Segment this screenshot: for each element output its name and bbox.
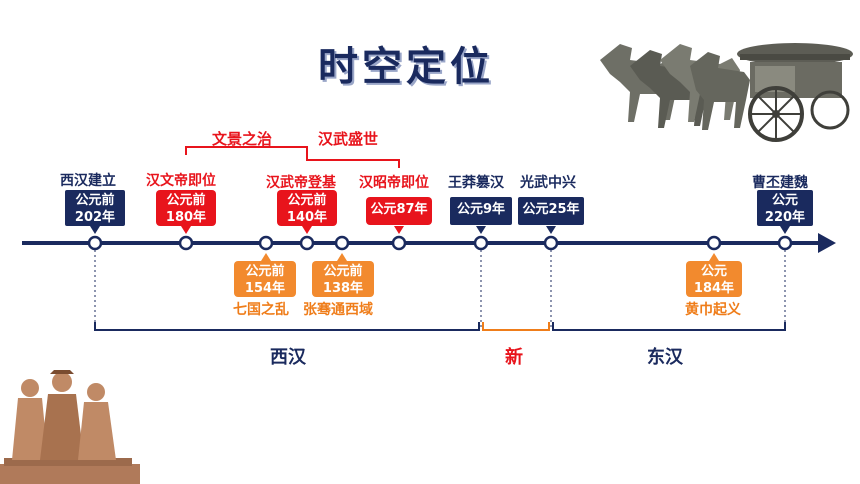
timeline-node (334, 235, 350, 251)
date-box: 公元25年 (518, 197, 584, 225)
period-label-xin: 新 (505, 347, 523, 368)
event-label: 曹丕建魏 (752, 175, 808, 191)
timeline-node (87, 235, 103, 251)
event-label: 汉武帝登基 (266, 175, 336, 191)
event-label: 王莽篡汉 (448, 175, 504, 191)
event-label: 张骞通西域 (303, 302, 373, 318)
date-box: 公元前 180年 (156, 190, 216, 226)
date-box: 公元 220年 (757, 190, 813, 226)
timeline-node (473, 235, 489, 251)
event-label: 汉昭帝即位 (359, 175, 429, 191)
event-label: 西汉建立 (60, 173, 116, 189)
event-label: 黄巾起义 (685, 302, 741, 318)
timeline-node (258, 235, 274, 251)
event-label: 七国之乱 (233, 302, 289, 318)
date-box: 公元前 202年 (65, 190, 125, 226)
date-box: 公元前 138年 (312, 261, 374, 297)
date-box: 公元 184年 (686, 261, 742, 297)
timeline-node (391, 235, 407, 251)
era-label-wudi: 汉武盛世 (318, 130, 379, 148)
terracotta-chariot-image (600, 43, 853, 142)
han-figures-statue-image (0, 370, 140, 484)
era-label-wenjing: 文景之治 (212, 130, 273, 148)
timeline-node (299, 235, 315, 251)
page-title: 时空定位 (318, 43, 494, 90)
timeline-node (543, 235, 559, 251)
period-label-donghan: 东汉 (647, 347, 683, 368)
period-bracket-xin (482, 322, 550, 331)
date-box: 公元前 154年 (234, 261, 296, 297)
period-bracket-donghan (552, 322, 786, 331)
axis-arrow-icon (818, 233, 836, 253)
timeline-node (178, 235, 194, 251)
event-label: 汉文帝即位 (146, 173, 216, 189)
date-box: 公元9年 (450, 197, 512, 225)
timeline-node (777, 235, 793, 251)
event-label: 光武中兴 (520, 175, 576, 191)
period-label-xihan: 西汉 (270, 347, 306, 368)
era-bracket-wenjing (185, 146, 308, 155)
timeline-node (706, 235, 722, 251)
era-bracket-wudi (306, 155, 400, 168)
period-bracket-xihan (94, 322, 480, 331)
date-box: 公元87年 (366, 197, 432, 225)
date-box: 公元前 140年 (277, 190, 337, 226)
